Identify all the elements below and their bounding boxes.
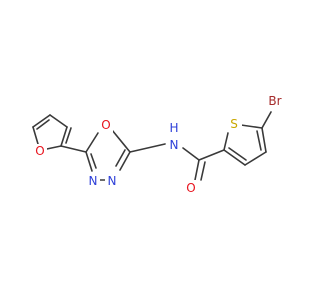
bond-oxadiazole-c2-n3 <box>119 151 131 171</box>
bond-thiophene-s-c2 <box>223 132 229 151</box>
bond-thiophene-c2-c3-double <box>228 147 247 161</box>
molecule-structure-diagram: Br S H N O O O N N <box>32 92 285 196</box>
atom-label-br: Br <box>268 94 281 108</box>
bond-furan-c2-c3 <box>60 126 68 147</box>
atom-label-n-ring-left: N <box>89 174 98 188</box>
atoms: Br S H N O O O N N <box>33 92 285 196</box>
bond-thiophene-c4-c5 <box>261 127 267 153</box>
atom-label-o-ring: O <box>101 118 110 132</box>
bond-thiophene-c5-s <box>240 124 263 129</box>
bond-thiophene-c2-c3 <box>223 149 246 166</box>
bond-thiophene-br <box>261 111 272 129</box>
atom-carbonyl-oxygen: O <box>184 180 198 196</box>
bond-oxadiazole-o-c2 <box>111 129 131 153</box>
bond-furan-oxadiazole <box>60 145 87 153</box>
atom-label-nh-n: N <box>170 138 179 152</box>
bonds <box>32 111 272 181</box>
atom-label-nh-h: H <box>169 121 178 135</box>
bond-nh-carbonyl <box>182 147 200 161</box>
atom-sulfur: S <box>228 116 242 132</box>
atom-label-o-carbonyl: O <box>186 181 195 195</box>
bond-furan-c4-c5-double <box>36 119 50 130</box>
bond-carbonyl-o-double <box>200 161 206 181</box>
bond-furan-c2-c3-double <box>65 127 72 144</box>
atom-label-o-furan: O <box>35 144 44 158</box>
bond-oxadiazole-c5-o <box>85 132 99 153</box>
bond-furan-c5-o <box>32 126 39 145</box>
atom-bromine: Br <box>263 92 285 108</box>
bond-carbonyl-thiophene <box>198 149 225 161</box>
atom-oxadiazole-oxygen: O <box>99 117 113 133</box>
bond-oxadiazole-nh <box>129 143 166 153</box>
atom-ring-nitrogen-right: N <box>105 173 119 189</box>
atom-label-s: S <box>230 117 238 131</box>
bond-oxadiazole-c2-n3-double <box>115 149 126 167</box>
bond-oxadiazole-n4-c5-double <box>90 153 97 169</box>
atom-ring-nitrogen-left: N <box>86 173 100 189</box>
bond-oxadiazole-n4-c5 <box>85 151 93 172</box>
bond-carbonyl-o <box>194 159 200 181</box>
atom-nh: H N <box>166 121 182 152</box>
atom-label-n-ring-right: N <box>108 174 117 188</box>
bond-furan-c3-c4 <box>49 114 68 128</box>
bond-furan-c4-c5 <box>32 114 51 128</box>
bond-thiophene-c3-c4 <box>244 151 267 166</box>
atom-furan-oxygen: O <box>33 144 47 160</box>
bond-thiophene-c4-c5-double <box>256 130 262 151</box>
